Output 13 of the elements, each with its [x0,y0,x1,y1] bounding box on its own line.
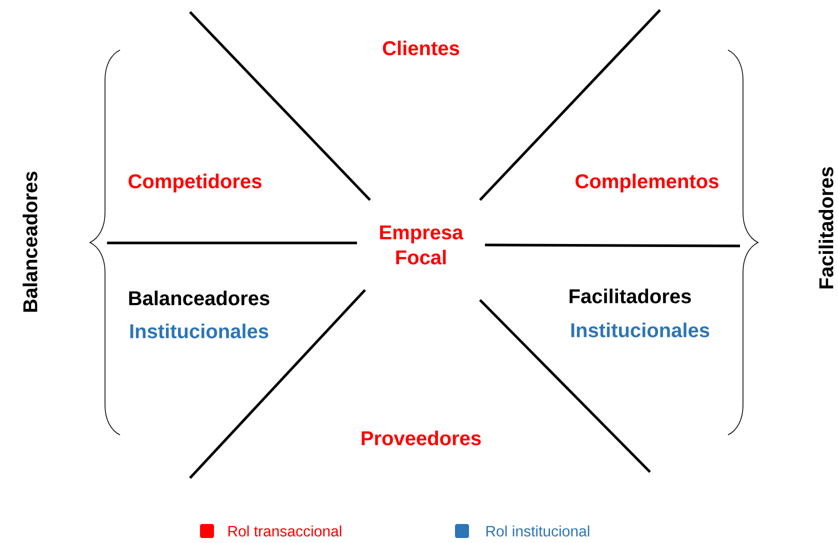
legend-text: Rol institucional [486,525,590,536]
label: Proveedores [362,430,481,446]
label: Balanceadores [22,172,38,312]
legend-text: Rol transaccional [228,525,342,536]
label: Complementos [576,174,718,192]
label: Competidores [128,174,262,192]
label: Institucionales [571,322,710,338]
label: Clientes [382,40,460,56]
label: Facilitadores [570,288,691,304]
label: Balanceadores [129,290,270,306]
label: Facilitadores [818,167,834,288]
label: Institucionales [130,324,268,338]
label: Empresa Focal [380,226,464,264]
